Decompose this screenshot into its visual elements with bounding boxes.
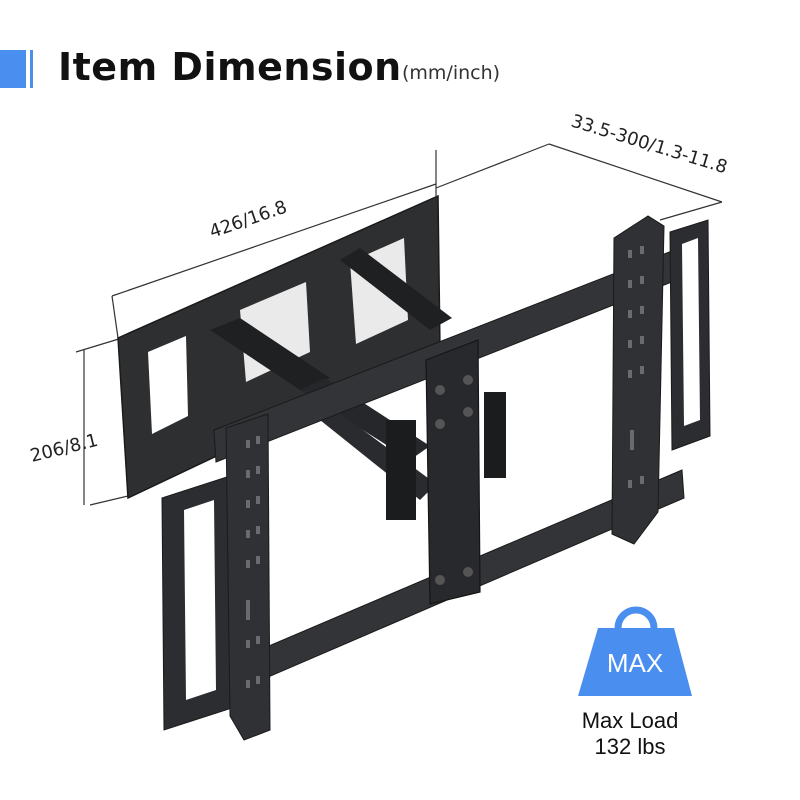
weight-icon <box>578 606 692 696</box>
title-accent-bar <box>0 50 26 88</box>
height-dimension-label: 206/8.1 <box>28 430 100 467</box>
max-badge-text: MAX <box>607 648 663 678</box>
max-load-label: Max Load <box>581 708 679 733</box>
extension-dimension-label: 33.5-300/1.3-11.8 <box>569 111 730 179</box>
width-dimension-label: 426/16.8 <box>207 197 290 243</box>
title-accent-line <box>30 50 33 88</box>
tv-wall-mount-bracket-icon <box>117 194 711 741</box>
dimension-lines <box>75 143 723 506</box>
page-title: Item Dimension <box>58 45 402 89</box>
max-load-value: 132 lbs <box>594 734 666 759</box>
unit-label: (mm/inch) <box>402 62 501 84</box>
